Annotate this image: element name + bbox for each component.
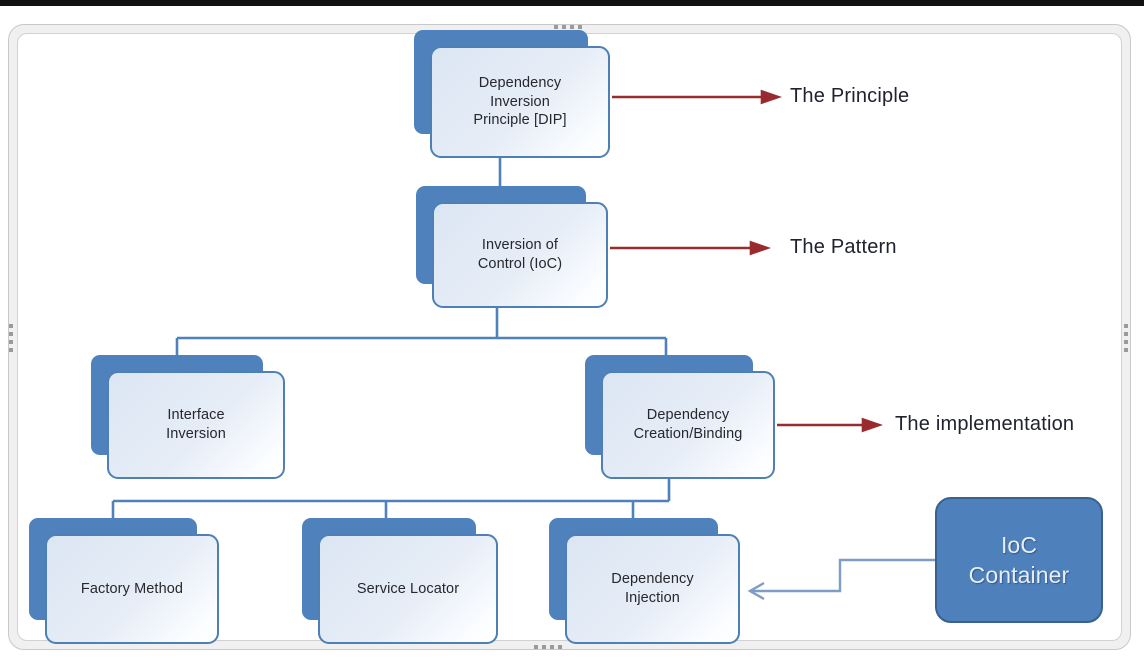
drag-handle-bottom-icon[interactable] <box>534 645 562 649</box>
drag-handle-left-icon[interactable] <box>9 324 13 352</box>
tree-connectors <box>111 150 671 524</box>
node-interface-inversion-label: Interface Inversion <box>166 407 226 442</box>
node-dependency-creation-label: Dependency Creation/Binding <box>633 407 743 442</box>
node-service-locator[interactable]: Service Locator <box>302 518 498 644</box>
drag-handle-top-icon[interactable] <box>554 25 582 29</box>
node-dependency-injection-label: Dependency Injection <box>611 571 694 606</box>
annotation-pattern: The Pattern <box>790 236 897 258</box>
annotation-principle: The Principle <box>790 85 910 107</box>
node-dependency-injection[interactable]: Dependency Injection <box>549 518 740 644</box>
node-ioc-label: Inversion of Control (IoC) <box>477 237 563 272</box>
annotation-arrows <box>610 89 883 433</box>
annotation-implementation: The implementation <box>895 413 1075 435</box>
node-dip[interactable]: Dependency Inversion Principle [DIP] <box>414 30 610 158</box>
node-ioc-container-label: IoC Container <box>968 531 1070 588</box>
node-dip-label: Dependency Inversion Principle [DIP] <box>473 74 567 129</box>
node-ioc-container[interactable]: IoC Container <box>935 497 1103 623</box>
node-service-locator-label: Service Locator <box>356 580 460 597</box>
ioc-container-connector <box>747 558 935 601</box>
window-top-bar <box>0 0 1144 6</box>
node-dependency-creation[interactable]: Dependency Creation/Binding <box>585 355 775 479</box>
node-factory-method[interactable]: Factory Method <box>29 518 219 644</box>
node-factory-method-label: Factory Method <box>80 580 184 597</box>
drag-handle-right-icon[interactable] <box>1124 324 1128 352</box>
node-ioc[interactable]: Inversion of Control (IoC) <box>416 186 608 308</box>
node-interface-inversion[interactable]: Interface Inversion <box>91 355 285 479</box>
